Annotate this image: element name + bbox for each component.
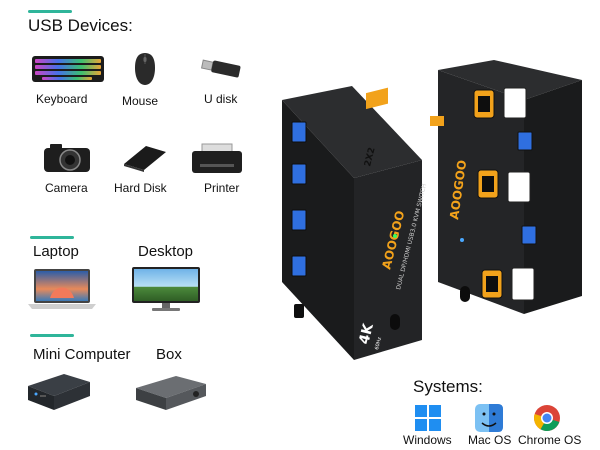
mini-computer-icon <box>28 374 90 410</box>
kvm-switch-image: 2X2 DUAL DP/HDMI USB3.0 KVM SWITCH AOOGO… <box>282 60 582 360</box>
mouse-icon <box>135 53 155 85</box>
tv-box-icon <box>136 376 206 410</box>
printer-label: Printer <box>204 181 240 195</box>
desktop-monitor-icon <box>132 267 200 311</box>
macos-icon <box>475 404 503 432</box>
laptop-label: Laptop <box>33 243 79 260</box>
systems-title: Systems: <box>413 377 483 396</box>
windows-icon <box>415 405 441 431</box>
usb-devices-title: USB Devices: <box>28 16 133 35</box>
svg-text:4K: 4K <box>356 321 377 346</box>
chrome-icon <box>534 405 560 432</box>
hard-disk-label: Hard Disk <box>114 181 167 195</box>
mini-computer-label: Mini Computer <box>33 346 131 363</box>
keyboard-label: Keyboard <box>36 92 88 106</box>
keyboard-icon <box>32 56 104 82</box>
svg-text:60Hz: 60Hz <box>374 336 383 350</box>
chrome-os-label: Chrome OS <box>518 433 582 447</box>
mouse-label: Mouse <box>122 94 159 108</box>
svg-text:2X2: 2X2 <box>363 146 377 167</box>
camera-icon <box>44 144 90 172</box>
computers-accent-bar <box>30 236 74 239</box>
kvm-unit-back: AOOGOO <box>430 60 582 314</box>
windows-label: Windows <box>403 433 452 447</box>
box-label: Box <box>156 346 182 363</box>
desktop-label: Desktop <box>138 243 194 260</box>
u-disk-label: U disk <box>204 92 238 106</box>
laptop-icon <box>28 269 96 309</box>
macos-label: Mac OS <box>468 433 512 447</box>
printer-icon <box>192 143 242 173</box>
mini-accent-bar <box>30 334 74 337</box>
camera-label: Camera <box>45 181 88 195</box>
usb-drive-icon <box>200 59 241 78</box>
usb-accent-bar <box>28 10 72 13</box>
hard-disk-icon <box>124 146 166 172</box>
kvm-unit-front: 2X2 DUAL DP/HDMI USB3.0 KVM SWITCH AOOGO… <box>282 86 428 360</box>
